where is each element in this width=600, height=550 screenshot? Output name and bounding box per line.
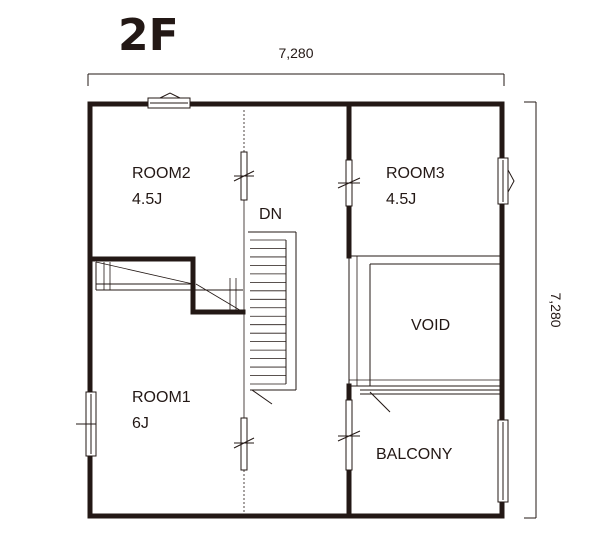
depth-dimension-label: 7,280 [548, 292, 564, 327]
room3-door[interactable] [337, 159, 361, 207]
closet [95, 261, 244, 313]
room3-name: ROOM3 [386, 165, 445, 182]
room3-window [497, 157, 515, 205]
floor-title: 2F [118, 10, 179, 61]
width-dimension-label: 7,280 [278, 45, 313, 61]
staircase [248, 231, 297, 405]
top-window [147, 92, 191, 109]
room1-name: ROOM1 [132, 389, 191, 406]
room1-door[interactable] [233, 417, 255, 471]
room2-size: 4.5J [132, 191, 162, 208]
balcony-label: BALCONY [376, 446, 453, 463]
balcony-window [497, 419, 509, 503]
room2-door[interactable] [233, 151, 255, 201]
interior-walls [87, 101, 352, 519]
sliding-doors [233, 151, 361, 471]
stairs-label: DN [259, 206, 282, 223]
void-label: VOID [411, 317, 450, 334]
top-dimension: 7,280 [87, 45, 505, 86]
windows [76, 92, 515, 503]
room2-name: ROOM2 [132, 165, 191, 182]
room1-size: 6J [132, 415, 149, 432]
room3-size: 4.5J [386, 191, 416, 208]
room1-window [76, 391, 97, 457]
right-dimension: 7,280 [524, 101, 564, 519]
thin-partitions [243, 110, 503, 512]
balcony-door[interactable] [337, 399, 361, 471]
